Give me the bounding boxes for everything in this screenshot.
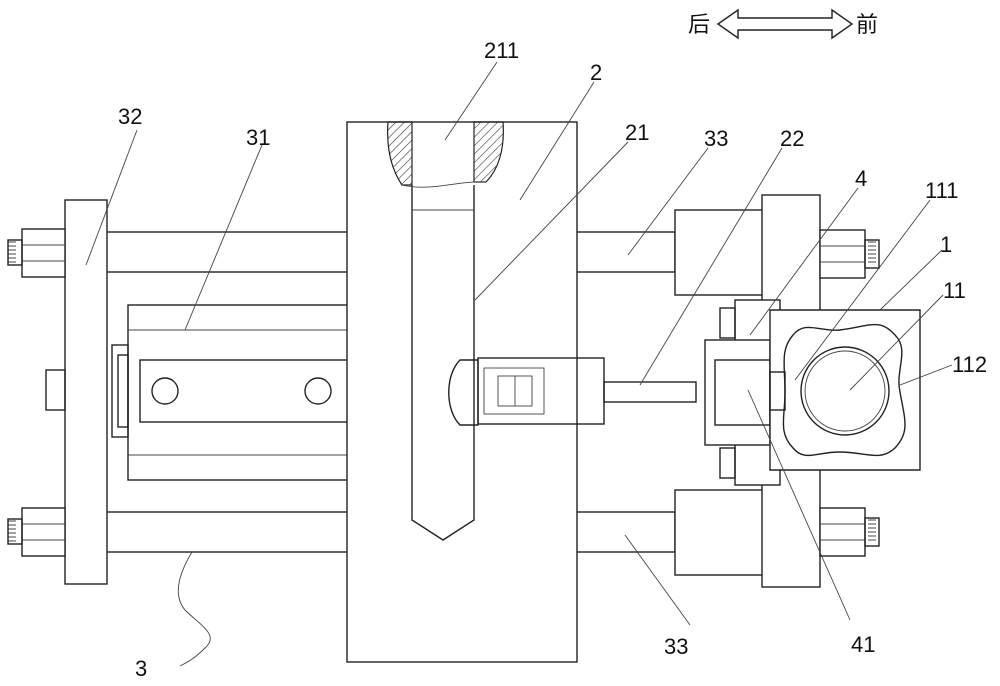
- valve-assembly: [704, 194, 921, 588]
- label-211: 211: [484, 38, 519, 63]
- leader-111: [794, 199, 931, 381]
- label-33-bottom: 33: [664, 634, 688, 659]
- leader-1: [879, 249, 943, 311]
- valve-body-1: [769, 309, 921, 471]
- leader-21: [474, 141, 629, 301]
- nut-top-right: [819, 229, 866, 279]
- label-32: 32: [118, 104, 142, 129]
- direction-back-label: 后: [688, 13, 710, 38]
- label-2: 2: [590, 60, 602, 85]
- bore-21: [411, 185, 475, 541]
- label-21: 21: [625, 120, 649, 145]
- thread-section-left: [387, 121, 413, 186]
- clamp-jaw: [704, 339, 771, 446]
- leader-112: [899, 364, 953, 386]
- thread-top-left: [8, 241, 16, 263]
- label-22: 22: [780, 126, 804, 151]
- pin-rod-22: [603, 381, 697, 403]
- end-plate-32: [7, 199, 108, 585]
- cylinder-body: [127, 304, 351, 481]
- leader-22: [639, 147, 783, 386]
- plate-stub: [45, 369, 66, 411]
- label-111: 111: [925, 178, 958, 203]
- label-31: 31: [246, 125, 270, 150]
- leader-33-top: [627, 147, 709, 256]
- cylinder-31: [111, 304, 351, 481]
- leader-3: [177, 551, 211, 667]
- bolt-hole-left: [151, 377, 179, 405]
- thread-bottom-right: [868, 519, 876, 541]
- leader-4: [749, 187, 859, 336]
- end-plate: [64, 199, 108, 585]
- thread-bottom-left: [8, 520, 16, 542]
- label-112: 112: [952, 352, 987, 377]
- slider-body: [346, 121, 578, 663]
- direction-front-label: 前: [856, 13, 878, 38]
- cylinder-end-cap: [111, 344, 129, 438]
- bolt-hole-right: [304, 377, 332, 405]
- valve-bore-11: [800, 346, 890, 436]
- rod-block-bottom: [674, 489, 766, 576]
- leader-2: [519, 81, 595, 201]
- label-1: 1: [940, 232, 952, 257]
- leader-41: [747, 389, 851, 621]
- direction-indicator: 后 前: [688, 8, 878, 40]
- rod-block-top: [674, 209, 766, 296]
- double-arrow-icon: [716, 8, 854, 40]
- nut-bottom-right: [819, 507, 866, 557]
- label-4: 4: [855, 166, 867, 191]
- label-11: 11: [943, 278, 966, 303]
- label-41: 41: [851, 632, 875, 657]
- part-labels: 211 2 21 33 22 4 111 1 11 112 32 31 3 33…: [118, 38, 987, 681]
- leader-lines: [85, 61, 953, 667]
- slider-body-2: [346, 121, 697, 663]
- nut-top-left: [21, 228, 66, 278]
- rod-blocks: [674, 209, 766, 576]
- leader-32: [85, 129, 138, 266]
- nut-bottom-left: [21, 507, 66, 557]
- thread-top-right: [868, 241, 876, 263]
- leader-211: [444, 61, 498, 141]
- thread-section-right: [473, 121, 504, 183]
- leader-11: [849, 294, 944, 391]
- valve-cavity-111: [782, 323, 906, 457]
- leader-33-bottom: [624, 534, 691, 626]
- pin-tip: [448, 359, 479, 426]
- leader-31: [184, 144, 263, 331]
- label-3: 3: [135, 656, 147, 681]
- label-33-top: 33: [704, 126, 728, 151]
